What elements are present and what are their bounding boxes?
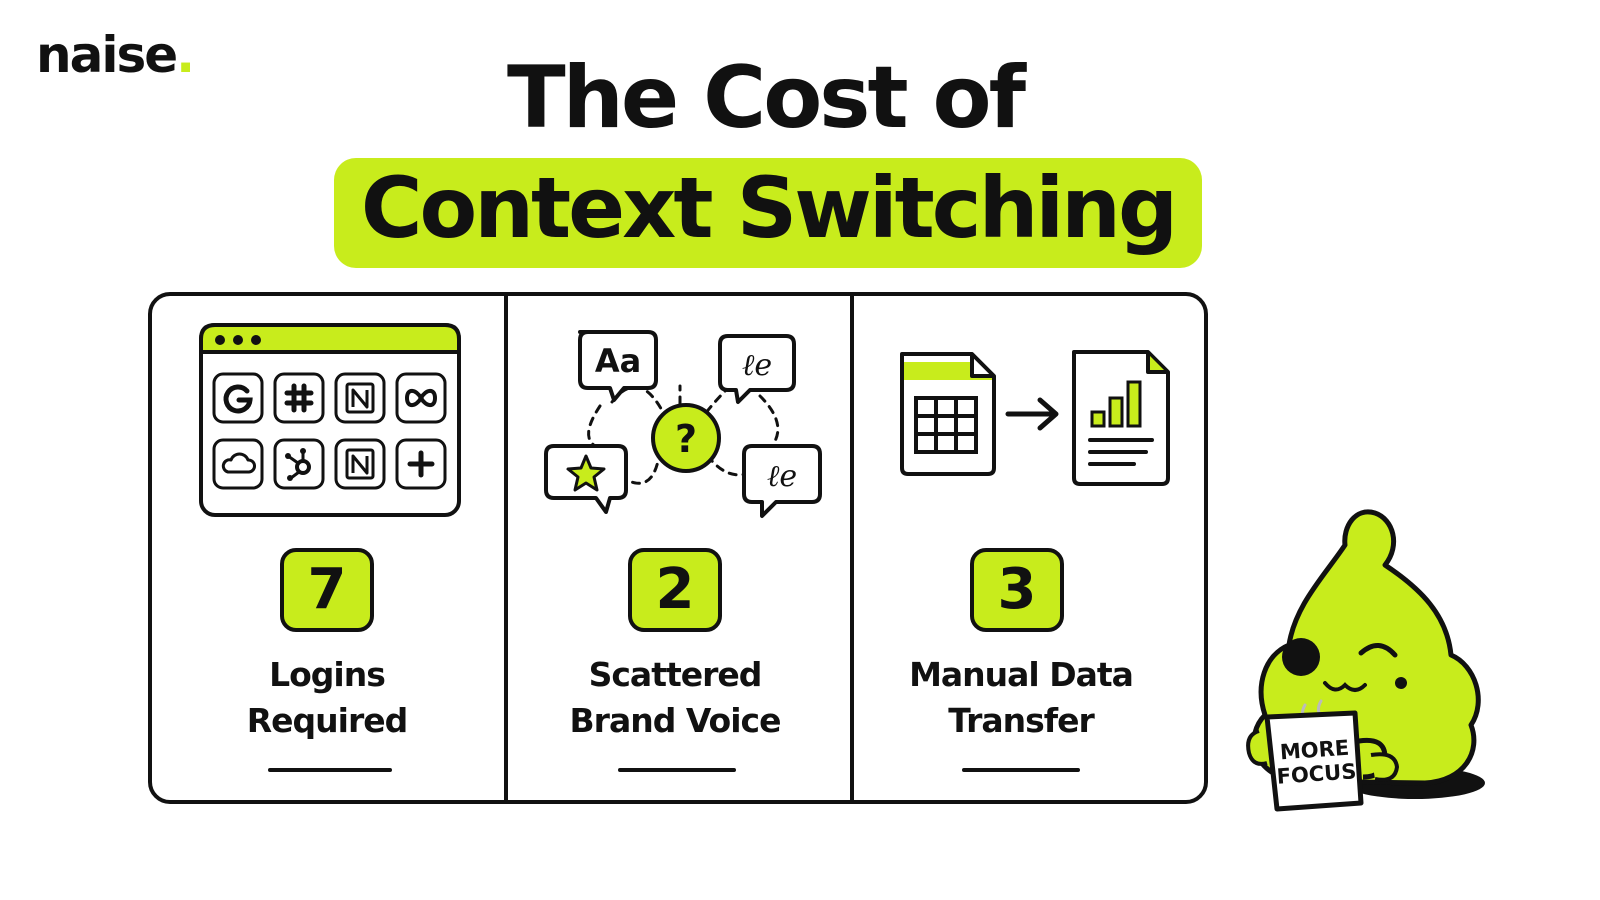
mug-text-line-1: MORE (1279, 736, 1350, 765)
label-line: Scattered (588, 655, 763, 694)
data-transfer-label: Manual Data Transfer (856, 652, 1186, 744)
slack-icon (273, 372, 325, 424)
window-dot (233, 335, 243, 345)
label-line: Brand Voice (569, 701, 782, 740)
script-bubble-icon: ℓe (718, 334, 796, 404)
mug-text-line-2: FOCUS (1276, 759, 1357, 789)
brand-dot: . (176, 26, 195, 84)
mascot-smile (1323, 681, 1367, 692)
mascot-wink (1358, 643, 1398, 658)
brand-voice-count-badge: 2 (628, 548, 722, 632)
card-divider (504, 296, 508, 800)
brand-voice-label: Scattered Brand Voice (510, 652, 840, 744)
hubspot-icon (273, 438, 325, 490)
font-sample: Aa (595, 342, 641, 380)
mascot-illustration: MORE FOCUS (1246, 509, 1485, 812)
arrow-right-icon (1005, 397, 1059, 431)
window-dot (251, 335, 261, 345)
meta-icon (395, 372, 447, 424)
spreadsheet-icon (900, 352, 996, 476)
script-sample: ℓe (742, 348, 772, 383)
brand-name: naise (36, 26, 178, 84)
star-bubble-icon (544, 444, 628, 514)
google-icon (212, 372, 264, 424)
card-divider (850, 296, 854, 800)
notion-icon (334, 438, 386, 490)
cloud-icon (212, 438, 264, 490)
label-line: Logins (269, 655, 386, 694)
script-bubble-icon: ℓe (742, 444, 822, 518)
logins-label: Logins Required (162, 652, 492, 744)
stats-panel: Aa ℓe ? ℓe (148, 292, 1208, 804)
card-underline (962, 768, 1080, 772)
notion-icon (334, 372, 386, 424)
plus-icon (395, 438, 447, 490)
font-bubble-icon: Aa (578, 330, 658, 402)
card-underline (268, 768, 392, 772)
question-icon: ? (651, 403, 721, 473)
data-transfer-illustration (900, 350, 1170, 486)
report-icon (1072, 350, 1170, 486)
mascot-cheek (1395, 677, 1407, 689)
card-underline (618, 768, 736, 772)
window-dot (215, 335, 225, 345)
question-mark: ? (675, 417, 697, 461)
title-line-2: Context Switching (360, 159, 1178, 257)
mug-icon: MORE FOCUS (1246, 710, 1400, 812)
title-highlight (334, 158, 1202, 268)
logins-count-badge: 7 (280, 548, 374, 632)
script-sample: ℓe (767, 459, 797, 494)
mascot-eye (1282, 638, 1320, 676)
label-line: Manual Data (909, 655, 1134, 694)
brand-voice-illustration: Aa ℓe ? ℓe (544, 330, 822, 518)
data-transfer-count-badge: 3 (970, 548, 1064, 632)
app-browser-illustration (199, 323, 461, 517)
label-line: Required (246, 701, 409, 740)
label-line: Transfer (948, 701, 1095, 740)
title-line-1: The Cost of (506, 48, 1026, 148)
brand-logo: naise. (36, 30, 195, 80)
